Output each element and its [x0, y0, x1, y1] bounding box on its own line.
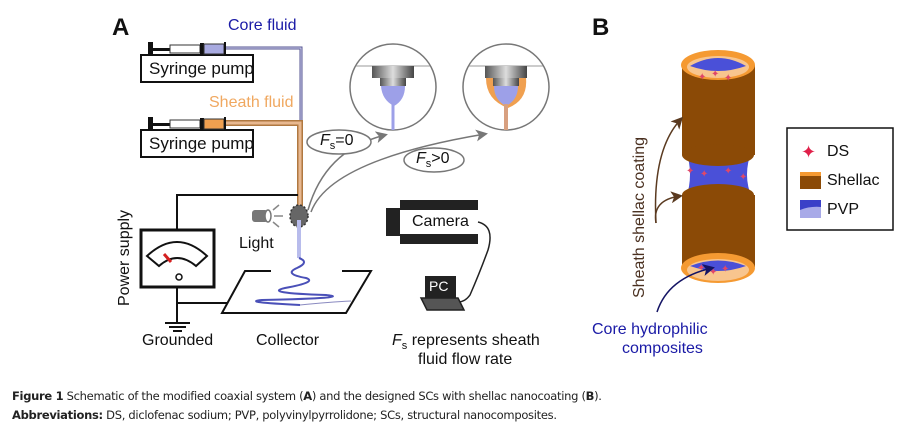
svg-text:✦: ✦ — [721, 264, 729, 275]
legend-ds-label: DS — [827, 143, 850, 160]
light-label: Light — [239, 235, 274, 252]
legend-ds-icon: ✦ — [801, 142, 816, 163]
ground-icon — [165, 322, 190, 332]
camera-cable — [457, 221, 491, 303]
core-fluid-label: Core fluid — [228, 17, 297, 34]
camera-icon — [386, 200, 478, 244]
core-composites-label-1: Core hydrophilic — [592, 321, 708, 338]
svg-text:✦: ✦ — [739, 172, 747, 183]
panel-a-label: A — [112, 14, 130, 41]
pc-label: PC — [429, 278, 449, 294]
figure-caption: Figure 1 Schematic of the modified coaxi… — [12, 389, 602, 403]
light-icon — [252, 204, 283, 228]
legend-shellac-icon — [800, 172, 821, 189]
fs-pos-text: Fs>0 — [416, 150, 450, 170]
fs-note-line2: fluid flow rate — [418, 351, 513, 368]
fs0-bubble — [306, 129, 372, 155]
sheath-arrow-lower — [654, 191, 683, 224]
arrow-to-fs-pos-view — [310, 129, 488, 213]
core-arrow — [656, 264, 715, 313]
svg-text:✦: ✦ — [724, 73, 732, 84]
sheath-arrow-upper — [654, 116, 684, 224]
magnified-view-fs-pos — [462, 43, 550, 131]
power-wire-top — [176, 194, 298, 230]
syringe-pump-bottom — [140, 117, 254, 158]
nozzle-spot — [289, 204, 309, 228]
legend-pvp-label: PVP — [827, 201, 860, 218]
pc-icon — [419, 276, 466, 311]
svg-text:✦: ✦ — [724, 166, 732, 177]
svg-text:✦: ✦ — [686, 166, 694, 177]
legend-pvp-icon — [800, 200, 821, 218]
sheath-fluid-label: Sheath fluid — [209, 94, 294, 111]
syringe-pump-top — [140, 42, 254, 83]
syringe-pump-top-label: Syringe pump — [149, 59, 254, 78]
collector-label: Collector — [256, 332, 320, 349]
camera-label: Camera — [412, 213, 469, 230]
svg-text:✦: ✦ — [697, 263, 705, 274]
collector-plate — [220, 270, 373, 314]
jet-whip — [255, 257, 334, 306]
nanocomposite-cylinder — [681, 50, 755, 283]
arrow-to-fs0-view — [307, 131, 388, 211]
syringe-pump-bottom-label: Syringe pump — [149, 134, 254, 153]
svg-text:✦: ✦ — [711, 69, 719, 80]
fs-note-line1: Fs represents sheath — [392, 332, 540, 352]
abbreviations: Abbreviations: DS, diclofenac sodium; PV… — [12, 408, 557, 422]
legend-shellac-label: Shellac — [827, 172, 880, 189]
fs-pos-bubble — [403, 147, 465, 173]
svg-text:✦: ✦ — [700, 169, 708, 180]
svg-text:✦: ✦ — [698, 72, 706, 83]
power-supply-meter — [139, 228, 216, 289]
grounded-label: Grounded — [142, 332, 214, 349]
panel-b-label: B — [592, 14, 610, 41]
core-composites-label-2: composites — [622, 340, 703, 357]
fs0-text: Fs=0 — [320, 132, 354, 152]
power-supply-label: Power supply — [116, 209, 133, 306]
magnified-view-fs0 — [349, 43, 437, 131]
sheath-coating-label: Sheath shellac coating — [631, 137, 648, 298]
